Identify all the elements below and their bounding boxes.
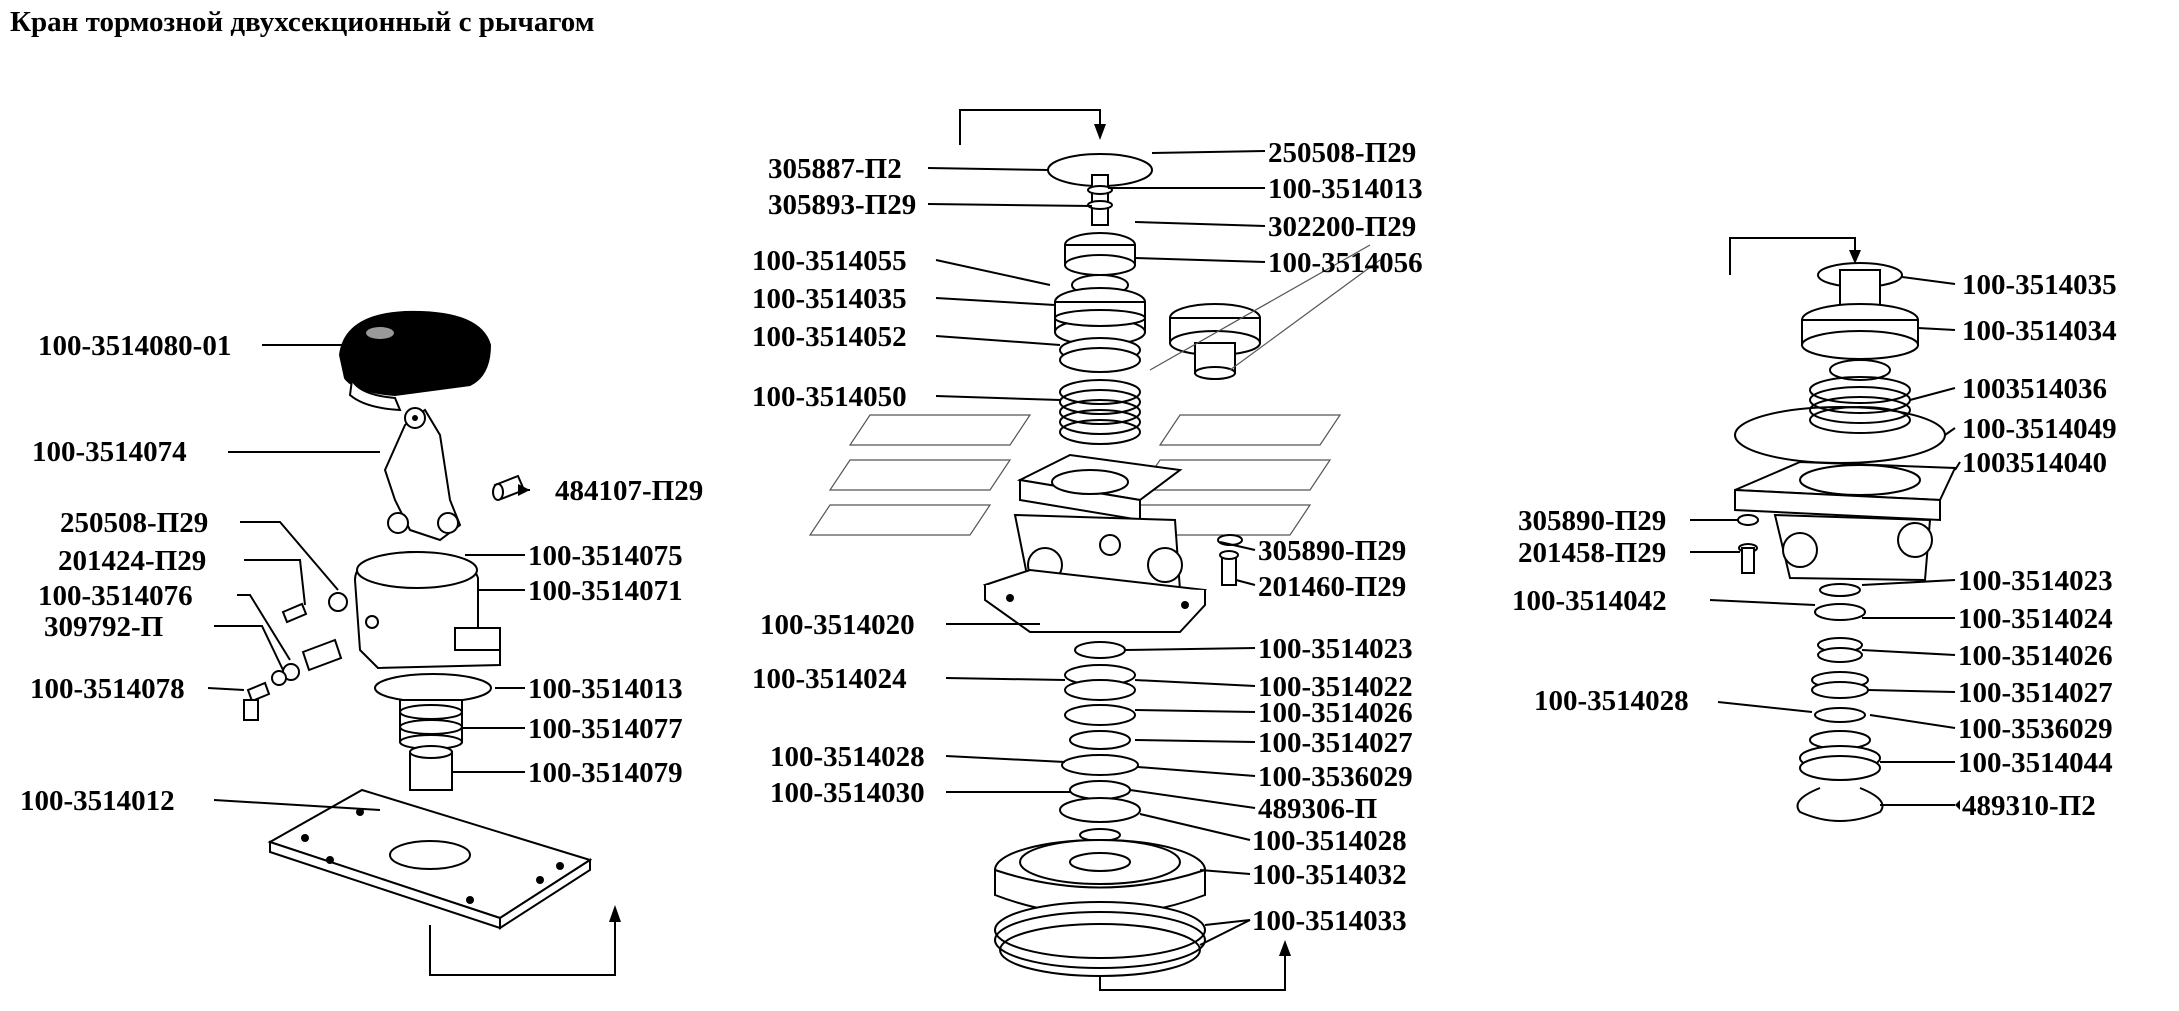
part-flange [374,673,492,703]
center-assembly [808,109,1381,991]
part-cap [338,310,492,412]
label-305893-p29: 305893-П29 [768,189,916,221]
label-100-3514033: 100-3514033 [1252,905,1407,937]
label-100-3514028-right: 100-3514028 [1534,685,1689,717]
label-100-3514044: 100-3514044 [1958,747,2113,779]
label-484107-p29: 484107-П29 [555,475,703,507]
label-100-3514042: 100-3514042 [1512,585,1667,617]
label-1003514036: 1003514036 [1962,373,2107,405]
label-100-3514034: 100-3514034 [1962,315,2117,347]
part-plate [267,788,593,930]
label-309792-p: 309792-П [44,611,163,643]
label-100-3514056: 100-3514056 [1268,247,1423,279]
leader-lines [207,150,1961,946]
label-100-3514020: 100-3514020 [760,609,915,641]
label-201460-p29: 201460-П29 [1258,571,1406,603]
label-100-3514026-center: 100-3514026 [1258,697,1413,729]
label-1003514040: 1003514040 [1962,447,2107,479]
label-100-3514052: 100-3514052 [752,321,907,353]
label-100-3514024-right: 100-3514024 [1958,603,2113,635]
right-assembly [1729,237,1957,822]
part-center-housing [982,453,1207,633]
part-labels: 100-3514080-01 100-3514074 484107-П29 25… [20,137,2117,937]
label-100-3514026-right: 100-3514026 [1958,640,2113,672]
label-100-3514035-right: 100-3514035 [1962,269,2117,301]
label-100-3514027-center: 100-3514027 [1258,727,1413,759]
label-100-3514049: 100-3514049 [1962,413,2117,445]
label-489306-p: 489306-П [1258,793,1377,825]
label-100-3514074: 100-3514074 [32,436,187,468]
label-250508-p29-center: 250508-П29 [1268,137,1416,169]
label-100-3514030: 100-3514030 [770,777,925,809]
part-housing [353,550,501,670]
label-100-3514035-center: 100-3514035 [752,283,907,315]
left-assembly [243,310,621,976]
label-489310-p2: 489310-П2 [1962,790,2096,822]
label-100-3514013-center: 100-3514013 [1268,173,1423,205]
label-100-3514013-left: 100-3514013 [528,673,683,705]
label-100-3514028-center-b: 100-3514028 [1252,825,1407,857]
flow-arrow [429,918,616,976]
label-201458-p29: 201458-П29 [1518,537,1666,569]
label-100-3514022: 100-3514022 [1258,671,1413,703]
part-lever [383,407,462,542]
label-100-3514079: 100-3514079 [528,757,683,789]
label-100-3514076: 100-3514076 [38,580,193,612]
part-sleeve [409,745,453,791]
label-100-3514071: 100-3514071 [528,575,683,607]
label-100-3514027-right: 100-3514027 [1958,677,2113,709]
label-100-3514055: 100-3514055 [752,245,907,277]
label-100-3514080-01: 100-3514080-01 [38,330,231,362]
label-305890-p29-center: 305890-П29 [1258,535,1406,567]
label-100-3514012: 100-3514012 [20,785,175,817]
label-305887-p2: 305887-П2 [768,153,902,185]
page-title: Кран тормозной двухсекционный с рычагом [10,6,595,38]
label-100-3514032: 100-3514032 [1252,859,1407,891]
label-100-3514078: 100-3514078 [30,673,185,705]
label-100-3514023-right: 100-3514023 [1958,565,2113,597]
label-201424-p29: 201424-П29 [58,545,206,577]
label-100-3514077: 100-3514077 [528,713,683,745]
label-100-3514023-center: 100-3514023 [1258,633,1413,665]
part-fasteners [243,592,348,721]
label-302200-p29: 302200-П29 [1268,211,1416,243]
label-305890-p29-right: 305890-П29 [1518,505,1666,537]
label-100-3514024-center: 100-3514024 [752,663,907,695]
label-250508-p29: 250508-П29 [60,507,208,539]
label-100-3536029-center: 100-3536029 [1258,761,1413,793]
part-bushing [399,699,463,750]
label-100-3514075: 100-3514075 [528,540,683,572]
label-100-3536029-right: 100-3536029 [1958,713,2113,745]
label-100-3514050: 100-3514050 [752,381,907,413]
label-100-3514028-center-a: 100-3514028 [770,741,925,773]
